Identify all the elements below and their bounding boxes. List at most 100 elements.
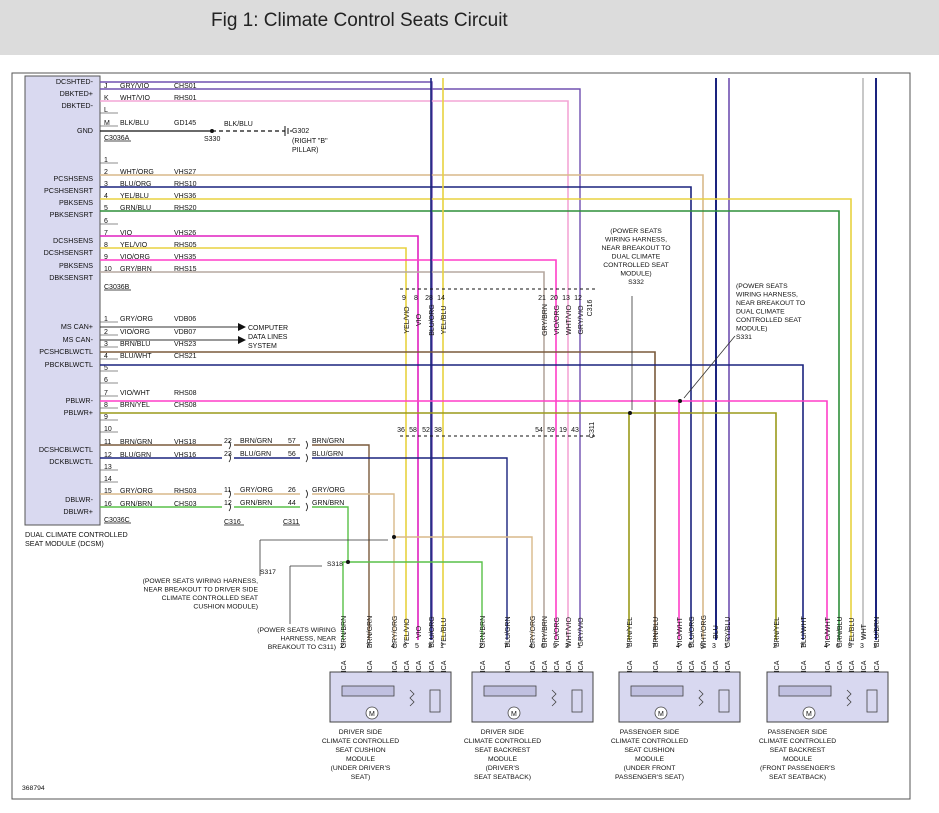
dcsm-pin-label: DBLWR+ xyxy=(63,507,93,516)
connector-pin-number: L xyxy=(104,107,108,114)
module-nca-label: NCA xyxy=(404,660,411,675)
c311-pin: 56 xyxy=(288,451,296,458)
module-pin-number: 7 xyxy=(652,643,656,650)
wire-wht-vio xyxy=(100,100,569,640)
wire-color-label: GRY/ORG xyxy=(120,488,153,495)
connector-pin-number: M xyxy=(104,120,110,127)
module-wire-color: GRY/ORG xyxy=(392,616,399,649)
c311-wire-color: BLU/GRN xyxy=(312,451,343,458)
wire-yel-vio xyxy=(100,247,407,640)
module-pin-number: 6 xyxy=(541,643,545,650)
module-name-line: SEAT) xyxy=(351,774,371,781)
module-wire-color: BLU/BRN xyxy=(874,617,881,647)
connector-pin-number: 5 xyxy=(104,205,108,212)
connector-pin-number: 2 xyxy=(104,329,108,336)
c311-pin: 57 xyxy=(288,438,296,445)
s332-note: DUAL CLIMATE xyxy=(612,254,661,261)
module-wire-color: GRN/BRN xyxy=(341,616,348,648)
dcsm-pin-label: GND xyxy=(77,126,93,135)
module-name-line: CLIMATE CONTROLLED xyxy=(611,738,688,745)
connector-pin-number: 8 xyxy=(104,242,108,249)
dcsm-pin-label: DBKTED+ xyxy=(60,89,93,98)
wire-gry-brn xyxy=(100,271,545,640)
wire-color-label: WHT/ORG xyxy=(120,169,154,176)
module-nca-label: NCA xyxy=(554,660,561,675)
connector-pin-number: 5 xyxy=(104,365,108,372)
c316-upper-pin: 9 xyxy=(402,295,406,302)
circuit-id-label: VHS35 xyxy=(174,254,196,261)
blower-housing xyxy=(483,685,537,697)
s318-note: BREAKOUT TO C311) xyxy=(268,644,336,651)
module-box xyxy=(329,671,452,723)
wire-blu-grn xyxy=(312,457,508,640)
module-nca-label: NCA xyxy=(429,660,436,675)
module-pin-number: 3 xyxy=(860,643,864,650)
wire-color-label: VIO/ORG xyxy=(120,329,150,336)
c316-upper-name: C316 xyxy=(587,300,594,317)
heater-icon xyxy=(718,689,730,713)
wire-grn-blu xyxy=(100,210,840,640)
dcsm-pin-label: PBKSENS xyxy=(59,198,93,207)
wire-vio-org xyxy=(100,259,557,640)
s318-label: S318 xyxy=(327,561,343,568)
thermistor-icon xyxy=(551,689,557,707)
connector-pin-number: 6 xyxy=(104,377,108,384)
motor-icon xyxy=(802,706,816,720)
module-pin-number: 1 xyxy=(724,643,728,650)
module-nca-label: NCA xyxy=(825,660,832,675)
c316-upper-wire-color: GRY/BRN xyxy=(542,304,549,336)
connector-pin-number: 10 xyxy=(104,266,112,273)
connector-bracket xyxy=(305,440,308,450)
s331-note: WIRING HARNESS, xyxy=(736,292,798,299)
module-wire-color: VIO/WHT xyxy=(825,616,832,647)
wire-color-label: YEL/BLU xyxy=(120,193,149,200)
module-wire-color: BRN/YEL xyxy=(774,617,781,647)
wire-yel-blu xyxy=(100,198,852,640)
module-wire-color: GRY/BLU xyxy=(725,617,732,648)
s331-note: S331 xyxy=(736,334,752,341)
page-title: Fig 1: Climate Control Seats Circuit xyxy=(211,10,508,31)
dcsm-pin-label: DCKBLWCTL xyxy=(49,457,93,466)
wire-color-label: VIO xyxy=(120,230,133,237)
c311-pin: 38 xyxy=(434,427,442,434)
module-nca-label: NCA xyxy=(861,660,868,675)
dcsm-pin-label: DCSHTED- xyxy=(56,77,94,86)
c311-pin: 44 xyxy=(288,500,296,507)
splice-s317-dot xyxy=(392,535,396,539)
module-wire-color: YEL/BLU xyxy=(849,618,856,647)
module-wire-color: BLU/ORG xyxy=(429,616,436,648)
module-name-line: MODULE xyxy=(635,756,665,763)
c311-wire-color: GRY/ORG xyxy=(312,487,345,494)
circuit-id-label: CHS08 xyxy=(174,402,197,409)
module-pin-number: 1 xyxy=(577,643,581,650)
c316-upper-pin: 13 xyxy=(562,295,570,302)
wire-color-label: YEL/VIO xyxy=(120,242,148,249)
module-wire-color: GRY/BRN xyxy=(542,616,549,648)
connector-pin-number: 12 xyxy=(104,452,112,459)
connector-pin-number: 4 xyxy=(104,193,108,200)
s317-note: CLIMATE CONTROLLED SEAT xyxy=(162,595,258,602)
c316-upper-wire-color: WHT/VIO xyxy=(566,304,573,334)
connector-name-c3036a: C3036A xyxy=(104,135,130,142)
module-nca-label: NCA xyxy=(416,660,423,675)
splice-s332-dot xyxy=(628,411,632,415)
module-pin-number: 4 xyxy=(391,643,395,650)
connector-bracket xyxy=(228,502,231,512)
circuit-id-label: VDB06 xyxy=(174,316,196,323)
wire-color-label: BLU/GRN xyxy=(120,452,151,459)
module-pin-number: 2 xyxy=(340,643,344,650)
ground-note: (RIGHT "B" xyxy=(292,138,328,145)
module-name-line: MODULE xyxy=(783,756,813,763)
module-name-line: SEAT CUSHION xyxy=(335,747,385,754)
c311-wire-color: BRN/GRN xyxy=(312,438,344,445)
module-nca-label: NCA xyxy=(837,660,844,675)
connector-pin-number: 6 xyxy=(104,218,108,225)
dcsm-pin-label: PBLWR- xyxy=(66,396,94,405)
ground-wire-color: BLK/BLU xyxy=(224,121,253,128)
c316-upper-wire-color: YEL/BLU xyxy=(441,306,448,335)
c316-upper-pin: 28 xyxy=(425,295,433,302)
dcsm-pin-label: PBKSENSRT xyxy=(50,210,94,219)
module-box xyxy=(471,671,594,723)
module-wire-color: YEL/BLU xyxy=(441,618,448,647)
module-name-line: MODULE xyxy=(346,756,376,763)
